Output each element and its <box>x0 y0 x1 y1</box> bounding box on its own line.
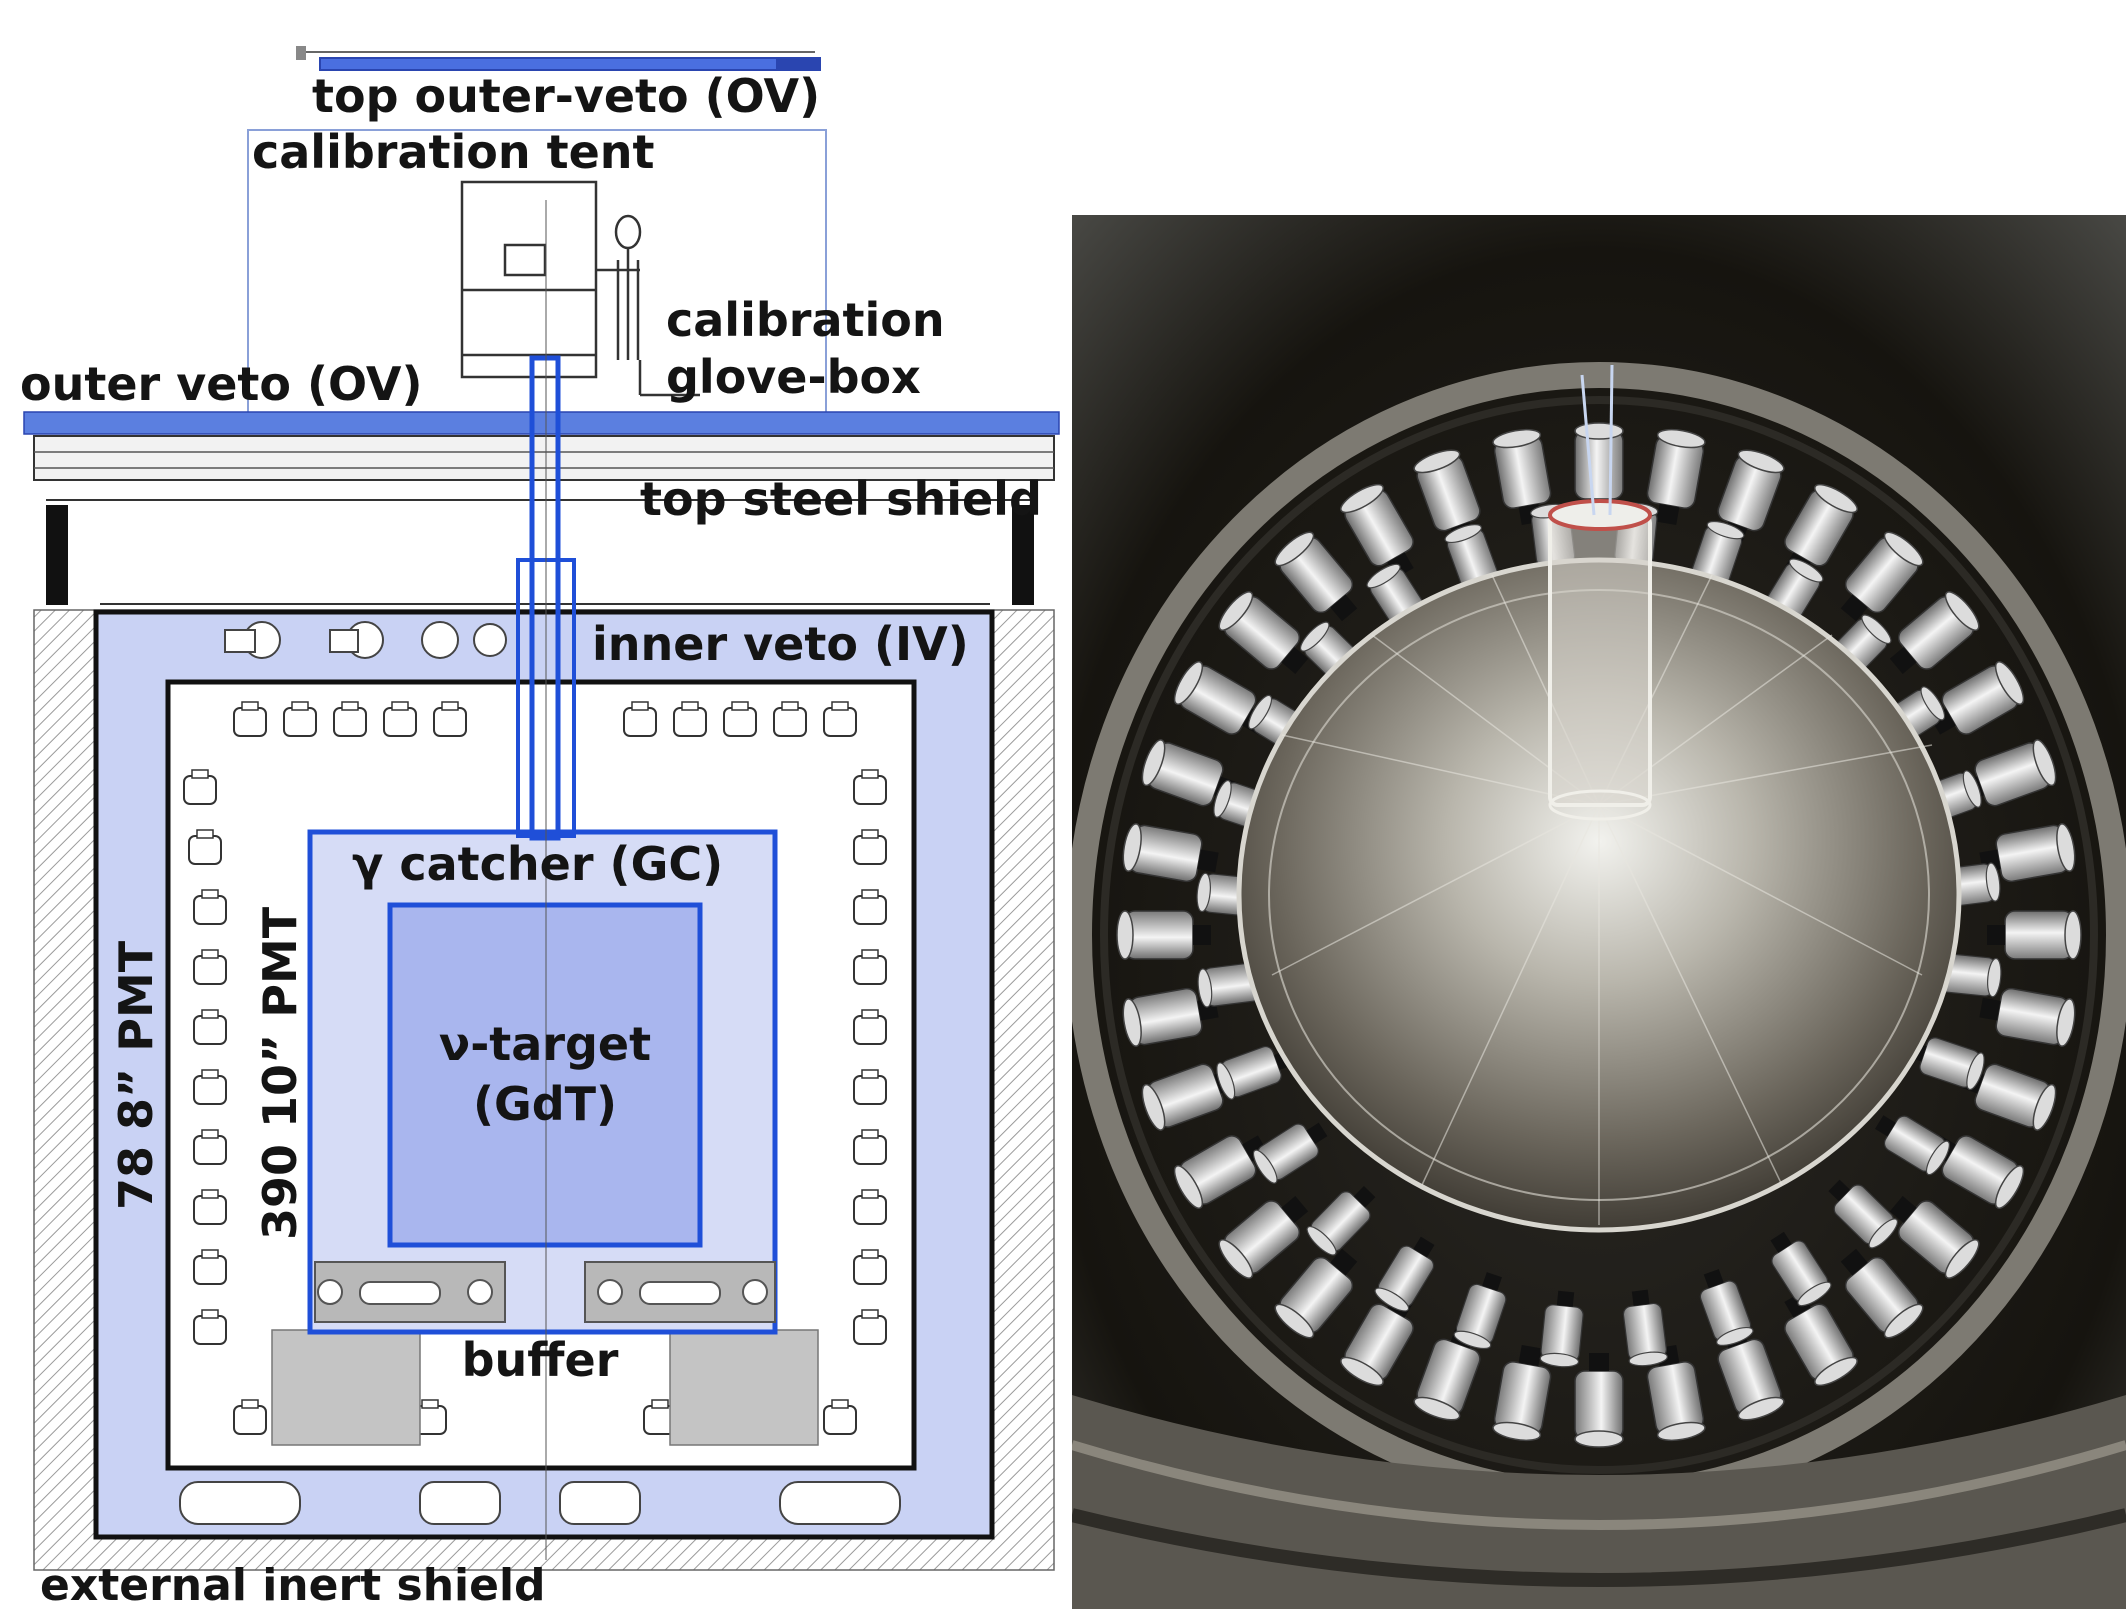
label-gamma-catcher: γ catcher (GC) <box>352 837 723 891</box>
label-nu-target-line1: ν-target <box>439 1017 651 1071</box>
inner-veto-top-hardware <box>224 621 507 659</box>
label-calibration: calibration <box>666 293 945 347</box>
vessel-base <box>314 1261 776 1323</box>
buffer-support-right <box>669 1329 819 1446</box>
label-inner-veto: inner veto (IV) <box>592 617 969 671</box>
label-pmt-78: 78 8” PMT <box>109 940 163 1210</box>
calibration-chimney <box>516 200 576 1560</box>
label-top-steel-shield: top steel shield <box>640 472 1042 526</box>
detector-interior-photo <box>1072 215 2126 1609</box>
label-external-inert-shield: external inert shield <box>40 1560 546 1609</box>
acrylic-chimney <box>1548 364 1652 821</box>
top-outer-veto-panel <box>296 46 821 71</box>
label-glove-box: glove-box <box>666 350 921 404</box>
label-top-outer-veto: top outer-veto (OV) <box>312 69 820 123</box>
nu-target-vessel <box>387 902 703 1248</box>
label-calibration-tent: calibration tent <box>252 125 655 179</box>
label-buffer: buffer <box>462 1333 619 1387</box>
detector-schematic: top outer-veto (OV) calibration tent cal… <box>20 46 1060 1609</box>
buffer-support-left <box>271 1329 421 1446</box>
calibration-glove-box-frame <box>460 180 700 397</box>
inner-veto-bottom-hardware <box>179 1481 901 1525</box>
label-nu-target-line2: (GdT) <box>473 1077 617 1131</box>
label-outer-veto: outer veto (OV) <box>20 357 423 411</box>
label-pmt-390: 390 10” PMT <box>253 906 307 1240</box>
top-steel-shield <box>33 435 1055 605</box>
outer-veto-panel <box>23 411 1060 435</box>
